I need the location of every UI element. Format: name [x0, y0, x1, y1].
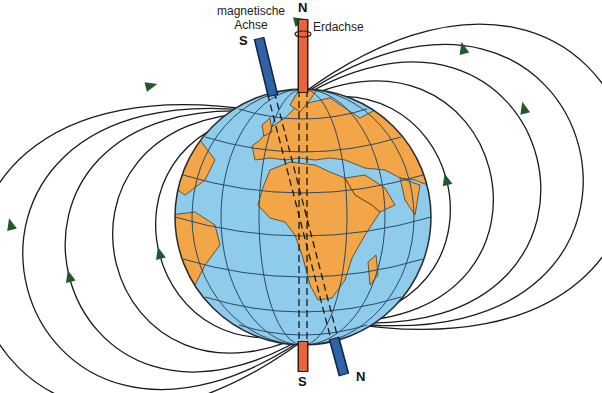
continents [170, 85, 440, 300]
globe-outline [175, 89, 431, 345]
earth-axis-rod [295, 19, 311, 372]
pole-label: N [355, 370, 366, 384]
pole-label: S [297, 375, 308, 389]
axis-label: magnetische Achse [213, 4, 289, 32]
axis-label: Erdachse [312, 20, 365, 34]
magnetic-axis-rod [259, 38, 344, 375]
axis-dashes [268, 90, 339, 344]
pole-label: N [297, 1, 308, 15]
pole-label: S [238, 34, 249, 48]
globe-grid [175, 89, 431, 345]
